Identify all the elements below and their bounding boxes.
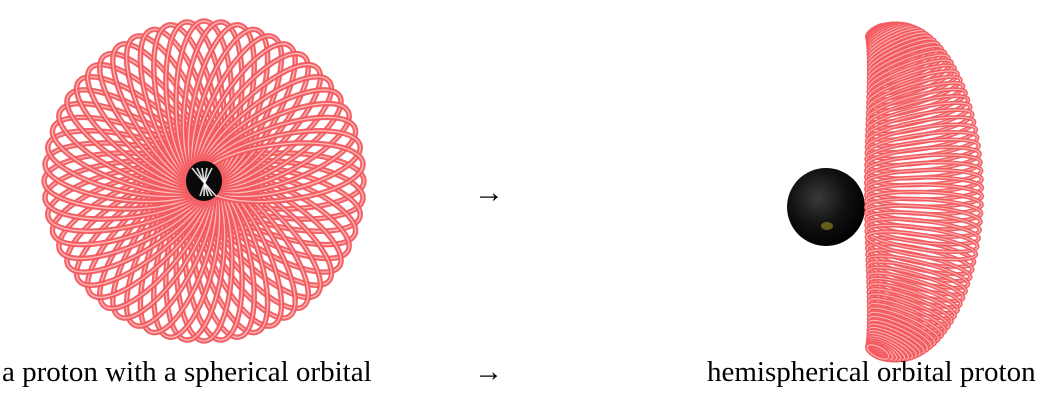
transition-arrow: → [474, 173, 504, 213]
nucleus-sphere [186, 161, 222, 201]
spherical-orbital-proton-illustration [40, 18, 370, 348]
nucleus-glint [821, 222, 833, 230]
right-caption: hemispherical orbital proton [707, 352, 1036, 392]
hemispherical-orbital-proton-illustration [770, 20, 990, 365]
nucleus-sphere [787, 168, 865, 246]
orbital-rings-front [865, 151, 982, 265]
caption-arrow: → [474, 352, 503, 392]
left-caption: a proton with a spherical orbital [2, 352, 372, 392]
